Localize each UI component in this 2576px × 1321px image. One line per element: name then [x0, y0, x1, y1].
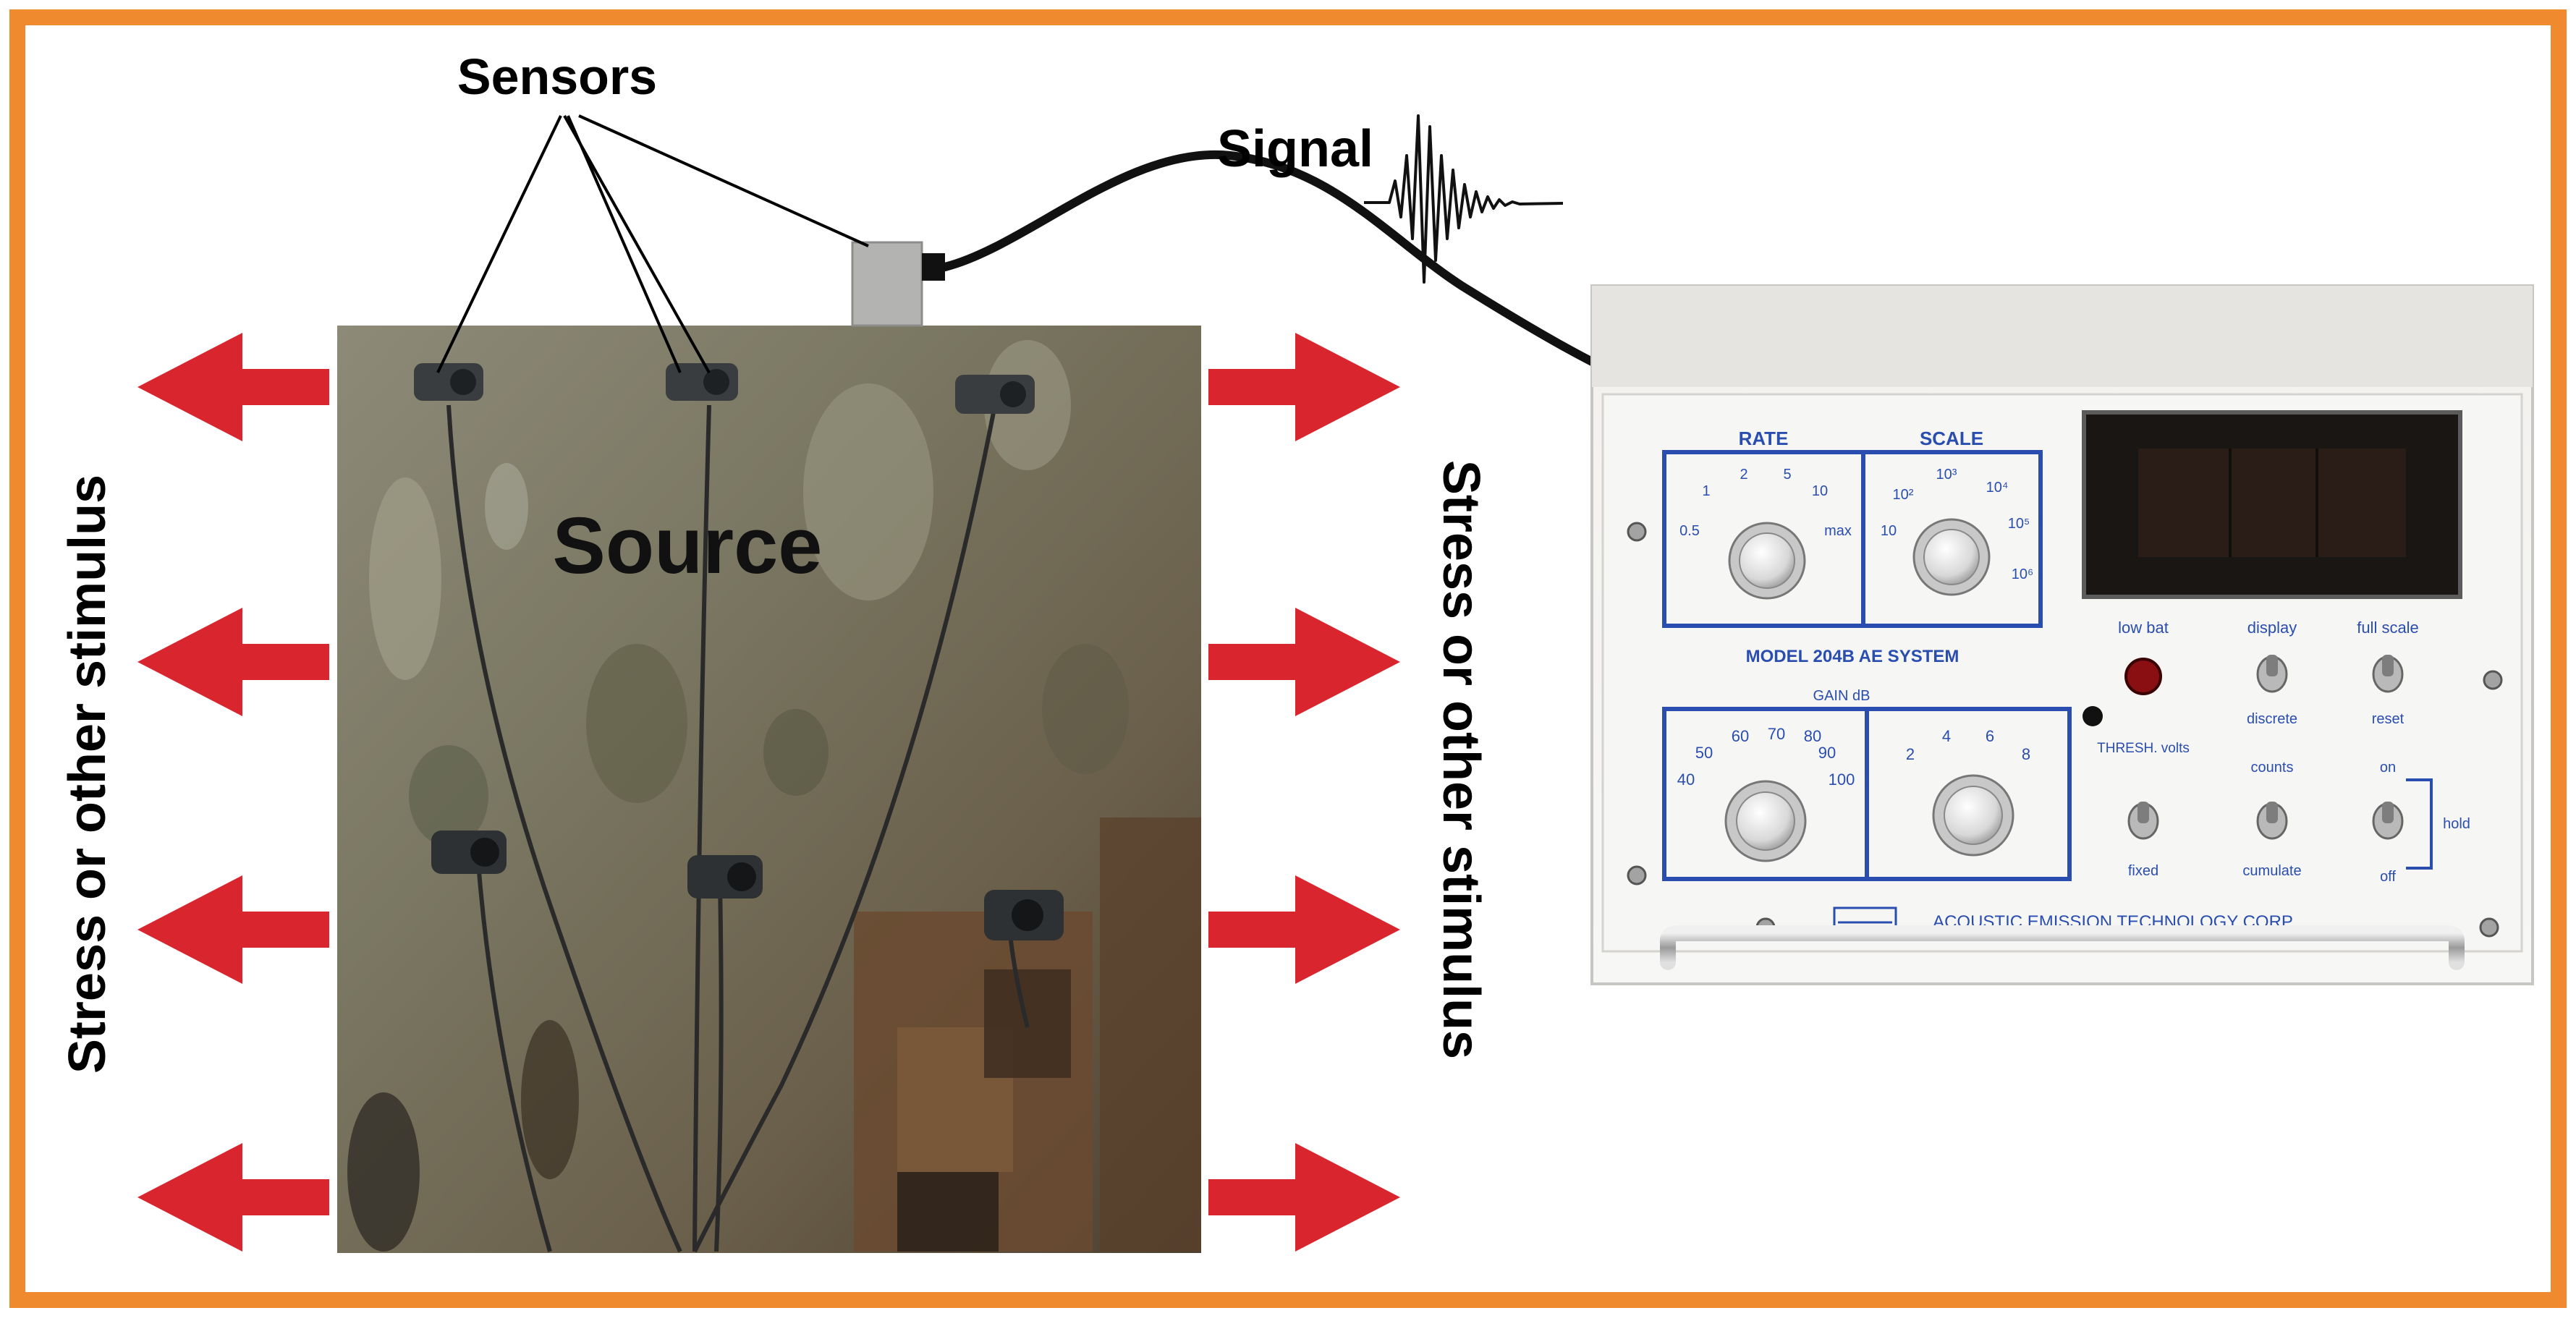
off-label: off — [2380, 869, 2396, 885]
thresh-tick: 2 — [1906, 745, 1915, 763]
thresh-toggle[interactable] — [2127, 802, 2159, 840]
sensor-4 — [431, 831, 507, 874]
display-switch-bottom-label: discrete — [2247, 711, 2297, 727]
rate-tick: 1 — [1702, 483, 1710, 499]
rate-tick: 10 — [1812, 483, 1828, 499]
scale-tick: 10⁴ — [1986, 480, 2009, 496]
gain-tick: 80 — [1804, 727, 1821, 745]
carry-handle[interactable] — [1660, 925, 2465, 970]
sensor-3 — [955, 375, 1035, 414]
signal-cable — [941, 150, 1603, 370]
gain-knob[interactable] — [1724, 780, 1807, 862]
counts-toggle[interactable] — [2256, 802, 2288, 840]
thresh-tick: 6 — [1986, 727, 1994, 745]
low-bat-label: low bat — [2118, 619, 2169, 637]
thresh-tick: 8 — [2022, 745, 2030, 763]
screw-icon — [2479, 917, 2499, 938]
cumulate-label: cumulate — [2242, 863, 2301, 879]
rate-tick: max — [1824, 523, 1852, 539]
arrow-right-2 — [1208, 608, 1400, 716]
arrow-right-1 — [1208, 333, 1400, 441]
gain-label: GAIN dB — [1813, 688, 1870, 704]
gain-tick: 100 — [1829, 770, 1855, 789]
sensor-5 — [687, 855, 763, 899]
thresh-tick: 4 — [1942, 727, 1951, 745]
rate-knob[interactable] — [1728, 522, 1806, 600]
gain-tick: 50 — [1695, 744, 1713, 762]
stimulus-right-label: Stress or other stimulus — [1432, 460, 1490, 1059]
full-scale-toggle[interactable] — [2372, 655, 2404, 693]
hold-toggle[interactable] — [2372, 802, 2404, 840]
sensor-2 — [666, 363, 738, 401]
arrow-right-3 — [1208, 875, 1400, 984]
thresh-jack[interactable] — [2083, 706, 2103, 726]
sensor-1 — [414, 363, 483, 401]
arrow-left-3 — [137, 875, 329, 984]
counts-label: counts — [2251, 760, 2294, 776]
rate-scale-panel — [1662, 450, 2043, 628]
arrow-left-2 — [137, 608, 329, 716]
thresh-label: THRESH. volts — [2097, 741, 2190, 756]
rate-tick: 0.5 — [1679, 523, 1700, 539]
panel-screws — [1627, 522, 2503, 938]
gain-ticks: 40 50 60 70 80 90 100 — [1677, 725, 1855, 789]
sensor-array — [414, 363, 1064, 940]
scale-ticks: 10 10² 10³ 10⁴ 10⁵ 10⁶ — [1881, 467, 2033, 582]
screw-icon — [1627, 865, 1647, 885]
scale-tick: 10 — [1881, 523, 1897, 539]
gain-tick: 90 — [1818, 744, 1836, 762]
screw-icon — [2483, 670, 2503, 690]
model-label: MODEL 204B AE SYSTEM — [1746, 647, 1959, 666]
full-scale-label: full scale — [2357, 619, 2419, 637]
arrow-right-4 — [1208, 1143, 1400, 1252]
low-bat-lamp — [2124, 658, 2162, 695]
scale-tick: 10⁵ — [2008, 516, 2030, 532]
gain-tick: 60 — [1732, 727, 1749, 745]
stimulus-left-label: Stress or other stimulus — [59, 475, 116, 1074]
arrow-left-4 — [137, 1143, 329, 1252]
scale-knob[interactable] — [1912, 518, 1991, 596]
gain-tick: 70 — [1768, 725, 1785, 743]
sensor-6 — [984, 890, 1064, 940]
stimulus-arrows-left — [137, 333, 329, 1252]
connector-box — [851, 241, 923, 327]
display-label: display — [2247, 619, 2297, 637]
on-label: on — [2380, 760, 2396, 776]
rate-label: RATE — [1739, 428, 1789, 449]
scale-tick: 10³ — [1936, 467, 1957, 483]
thresh-ticks: 2 4 6 8 — [1906, 727, 2030, 763]
signal-label: Signal — [1217, 120, 1373, 178]
orange-frame — [9, 9, 2567, 1308]
scale-tick: 10² — [1893, 487, 1914, 503]
hold-bracket — [2406, 778, 2433, 870]
scale-tick: 10⁶ — [2012, 566, 2033, 582]
signal-waveform — [1364, 114, 1564, 284]
hold-label: hold — [2443, 816, 2470, 832]
full-scale-bottom-label: reset — [2372, 711, 2405, 727]
metal-plate — [337, 326, 1201, 1253]
rate-ticks: 0.5 1 2 5 10 max — [1679, 467, 1852, 539]
ae-instrument: RATE SCALE 0.5 1 2 5 10 max 10 10² 10³ 1… — [1590, 284, 2534, 985]
arrow-left-1 — [137, 333, 329, 441]
source-label: Source — [553, 501, 823, 590]
stimulus-arrows-right — [1208, 333, 1400, 1252]
rate-tick: 2 — [1740, 467, 1747, 483]
sensors-label: Sensors — [457, 48, 657, 105]
thresh-knob[interactable] — [1932, 774, 2014, 857]
sensor-leader-lines — [436, 114, 869, 373]
rate-tick: 5 — [1783, 467, 1791, 483]
screw-icon — [1627, 522, 1647, 542]
gain-tick: 40 — [1677, 770, 1695, 789]
fixed-label: fixed — [2128, 863, 2158, 879]
scale-label: SCALE — [1920, 428, 1983, 449]
display-toggle[interactable] — [2256, 655, 2288, 693]
